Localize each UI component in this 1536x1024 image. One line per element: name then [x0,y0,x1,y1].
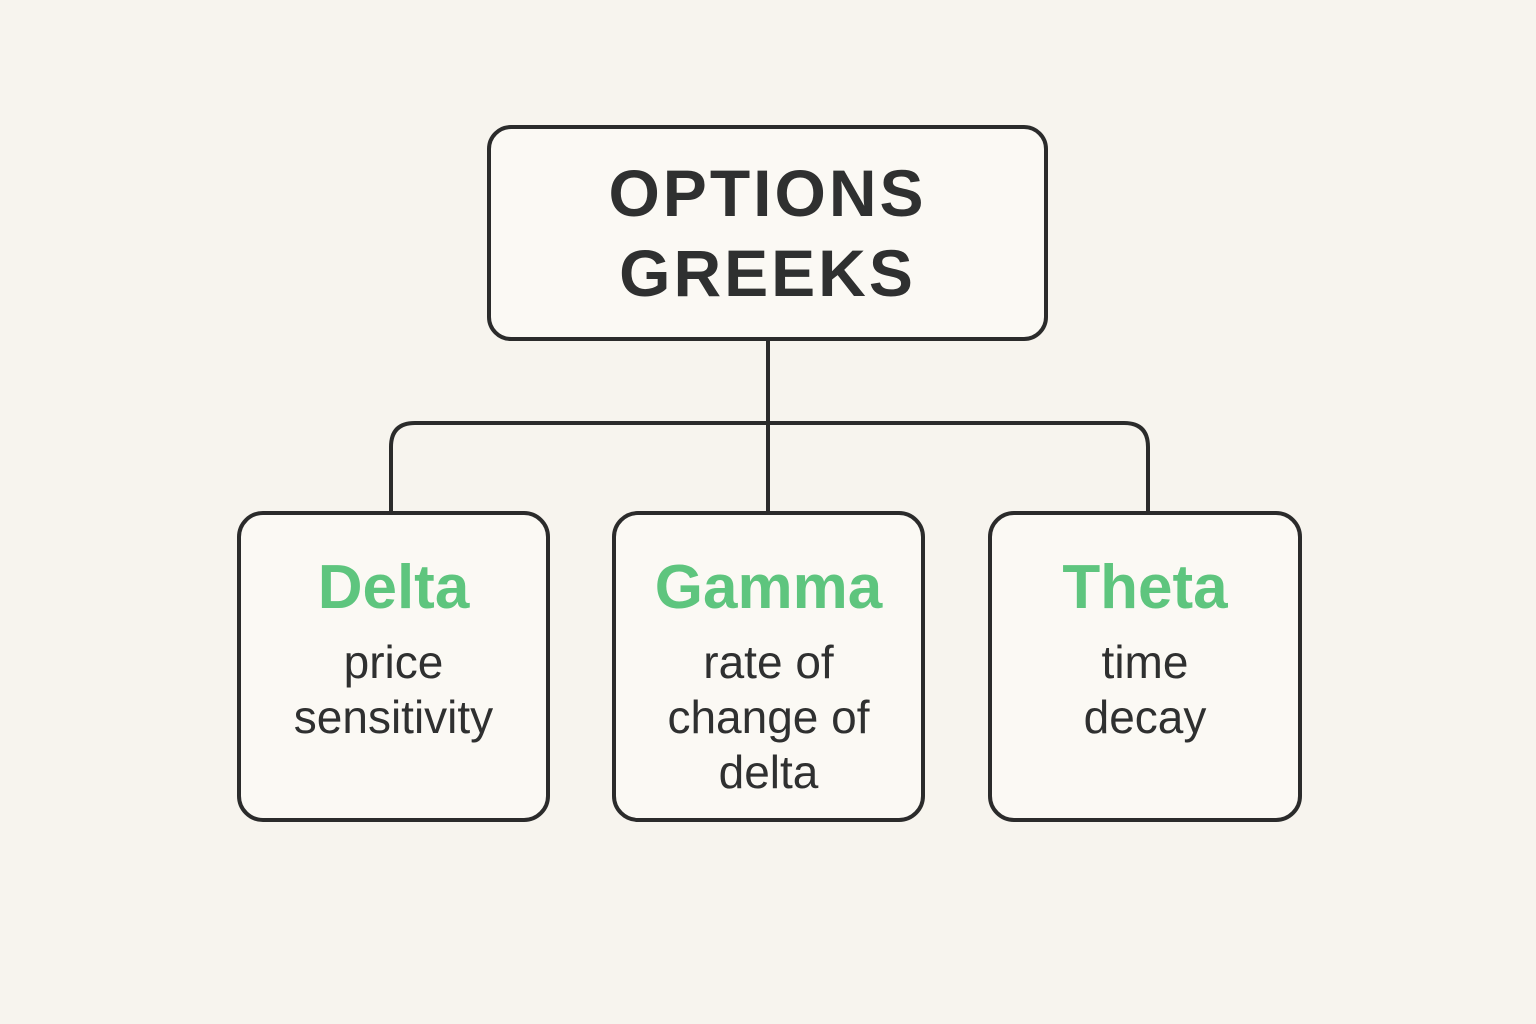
delta-description: price sensitivity [293,636,494,743]
gamma-description: rate of change of delta [667,636,870,798]
node-theta: Theta time decay [988,511,1302,822]
theta-description: time decay [1083,636,1207,743]
theta-title: Theta [1062,553,1228,622]
root-title: OPTIONS GREEKS [608,156,927,310]
node-gamma: Gamma rate of change of delta [612,511,925,822]
connector-rail [389,421,1150,513]
node-delta: Delta price sensitivity [237,511,550,822]
delta-title: Delta [317,553,470,622]
node-options-greeks: OPTIONS GREEKS [487,125,1048,341]
gamma-title: Gamma [654,553,883,622]
